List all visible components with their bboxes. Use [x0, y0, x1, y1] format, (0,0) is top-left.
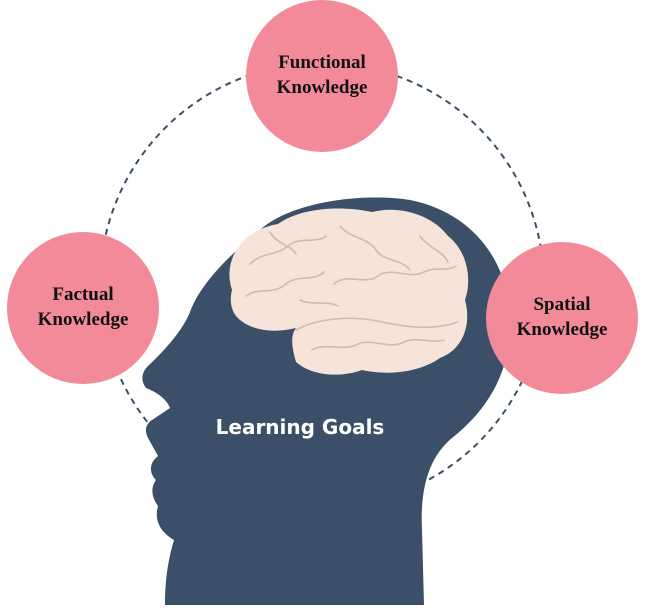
center-label: Learning Goals [216, 415, 385, 439]
node-label-line1: Spatial [533, 294, 590, 315]
node-spatial-knowledge: Spatial Knowledge [486, 242, 638, 394]
node-circle [486, 242, 638, 394]
brain-fold [295, 317, 459, 331]
brain-fold [299, 299, 339, 307]
node-label-line1: Functional [278, 52, 366, 73]
brain-fold [245, 271, 325, 297]
node-label-line2: Knowledge [277, 77, 368, 98]
brain-fold [311, 338, 445, 351]
brain-fold [419, 235, 449, 263]
brain-fold [269, 231, 297, 255]
node-label-line2: Knowledge [38, 309, 129, 330]
brain-fold [339, 225, 411, 271]
node-label-line1: Factual [52, 284, 113, 305]
node-label-line2: Knowledge [517, 319, 608, 340]
node-factual-knowledge: Factual Knowledge [7, 232, 159, 384]
brain-icon [229, 208, 469, 375]
brain-shape [229, 208, 469, 375]
node-circle [246, 0, 398, 152]
node-circle [7, 232, 159, 384]
node-functional-knowledge: Functional Knowledge [246, 0, 398, 152]
brain-fold [333, 265, 457, 285]
